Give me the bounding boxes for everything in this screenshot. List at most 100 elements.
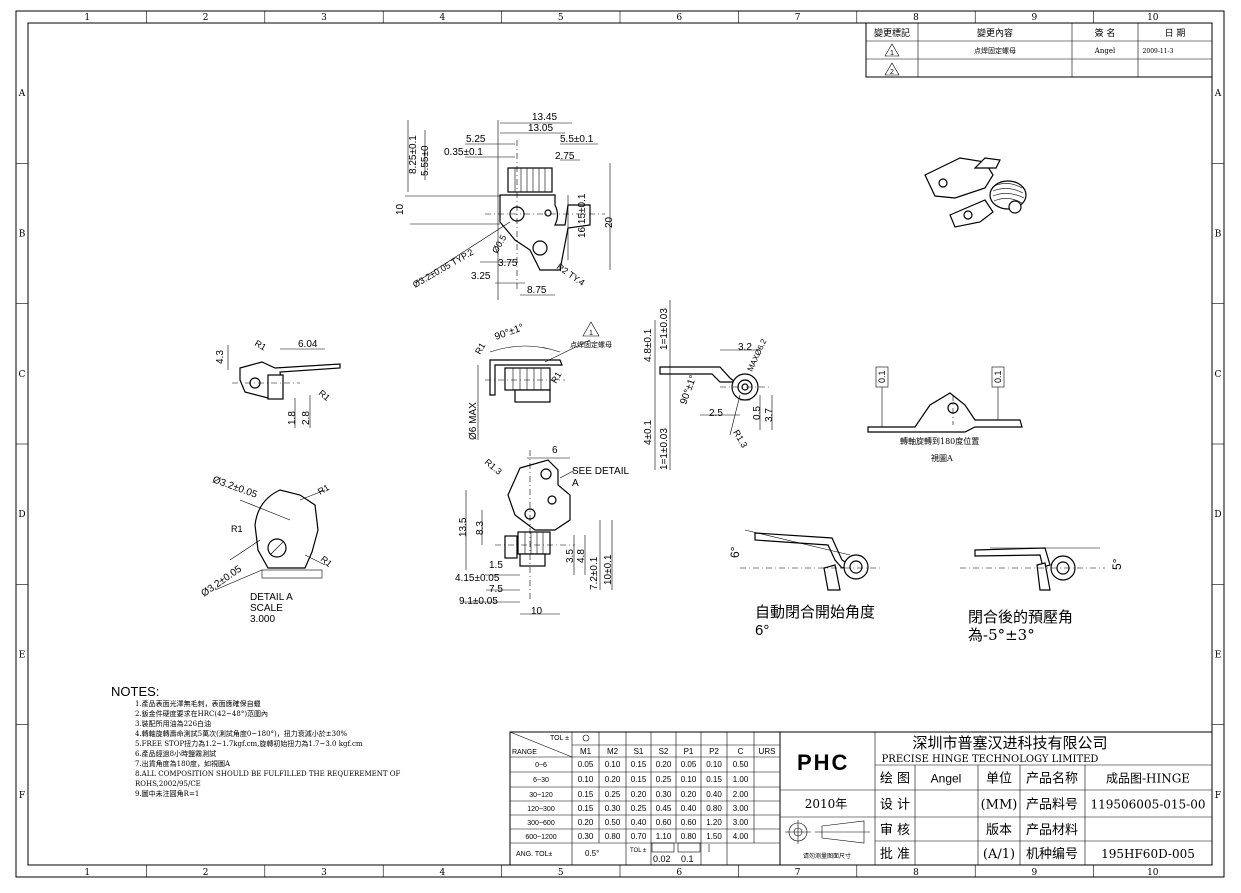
center-low-view: 6 R1.3 13.5 8.3 1.5 4.15±0.05 7.5 9.1±0.… [455, 445, 629, 617]
rev-content-1: 点焊固定螺母 [974, 46, 1016, 55]
dim-4-15: 4.15±0.05 [455, 573, 500, 584]
dim-0-35: 0.35±0.1 [444, 147, 483, 158]
column-zone-label: 7 [795, 13, 801, 23]
tol-cell: 0.25 [631, 804, 647, 813]
column-zone-label: 6 [676, 13, 682, 23]
rev-date-1: 2009-11-3 [1143, 48, 1174, 55]
triangle-mark-1: 1 [589, 330, 593, 337]
dim-6-04: 6.04 [298, 339, 318, 350]
tol-range: 300~600 [527, 820, 555, 827]
dim-10-b: 10 [531, 606, 543, 617]
dim-90-deg-a: 90°±1° [493, 322, 525, 343]
note-line: 4.轉軸旋轉壽命測試5萬次(測試角度0~180°)，扭力衰減小於±30% [135, 729, 348, 738]
tol-cell: 0.10 [681, 775, 697, 784]
tol-col-header: M1 [580, 747, 592, 756]
column-zone-label: 8 [913, 13, 919, 23]
column-zone-label: 7 [795, 868, 801, 878]
tb-unit: (MM) [981, 798, 1018, 813]
tol-cell: 0.80 [681, 832, 697, 841]
detail-r1-a: R1 [316, 482, 331, 496]
revision-triangle-icon [582, 321, 600, 337]
dim-10: 10 [395, 203, 406, 215]
left-mid-view: 4.3 R1 6.04 R1 1.8 2.8 [215, 338, 341, 428]
tb-field: 产品料号 [1026, 798, 1078, 813]
tb-role-label: 批 准 [880, 847, 910, 862]
dim-13-45: 13.45 [532, 112, 557, 123]
detail-phi-a: Ø3.2±0.05 [211, 474, 259, 500]
tol-cell: 0.60 [681, 818, 697, 827]
dim-r1-d: R1 [549, 370, 563, 385]
dim-3-5: 3.5 [565, 549, 576, 563]
tb-role-label: 设 计 [880, 798, 910, 813]
tb-unit: 版本 [986, 823, 1012, 838]
drawing-year: 2010年 [805, 797, 848, 811]
projection-icon [785, 820, 870, 844]
dim-phi-3-2-typ: Ø3.2±0.05 TYP.2 [411, 247, 475, 290]
tol-arc-icon [582, 734, 590, 742]
tol-cell: 0.15 [631, 760, 647, 769]
tol-cell: 0.10 [605, 760, 621, 769]
column-zone-label: 10 [1147, 868, 1159, 878]
dim-10-0-1: 10±0.1 [603, 554, 614, 585]
column-zone-label: 4 [440, 868, 446, 878]
dim-3-2: 3.2 [738, 342, 752, 353]
dim-4-0: 4±0.1 [643, 420, 654, 445]
tb-field: 产品材料 [1026, 823, 1078, 838]
tol-range: 30~120 [529, 792, 553, 799]
detail-scale: SCALE [250, 603, 283, 614]
dim-5-25: 5.25 [466, 134, 486, 145]
tol-cell: 3.00 [733, 804, 749, 813]
note-line: 1.產品表面光澤無毛刺，表面應確保自蠟 [135, 699, 261, 708]
column-zone-label: 1 [84, 13, 90, 23]
tol-cell: 0.10 [578, 775, 594, 784]
note-line: 6.產品經過8小時鹽霧測試 [135, 749, 216, 758]
isometric-view [924, 157, 1027, 228]
tol-ang-label: ANG. TOL± [516, 851, 552, 858]
view-a: 0.1 0.1 轉軸旋轉到180度位置 視圖A [867, 366, 1023, 463]
row-zone-label: A [18, 89, 26, 99]
column-zone-label: 4 [440, 13, 446, 23]
auto-close-value: 6° [755, 622, 769, 639]
tol-cell: 0.40 [706, 790, 722, 799]
tol-cell: 0.80 [706, 804, 722, 813]
dim-phi-0-5: Ø0.5 [490, 233, 508, 255]
row-zone-label: B [19, 230, 26, 240]
auto-close-view: 6° 自動閉合開始角度 6° [728, 529, 880, 639]
note-line: 3.裝配所用油為226白油 [135, 719, 211, 728]
column-zone-label: 3 [321, 868, 327, 878]
auto-close-label: 自動閉合開始角度 [755, 603, 875, 621]
tol-corner-bottom: RANGE [512, 749, 537, 756]
dim-r1-a: R1 [253, 338, 268, 352]
tol-cell: 1.20 [706, 818, 722, 827]
rev-header-date: 日 期 [1165, 28, 1186, 39]
tol-cell: 0.25 [656, 775, 672, 784]
note-line: 7.出貨角度為180度，如視圖A [135, 759, 231, 768]
row-zone-label: F [19, 791, 25, 801]
flatness-icon [651, 842, 675, 853]
tol-cell: 0.20 [631, 790, 647, 799]
detail-a-title: DETAIL A [250, 592, 293, 603]
tol-cell: 0.45 [656, 804, 672, 813]
tb-role-label: 审 核 [880, 823, 910, 838]
preload-label: 閉合後的預壓角 [968, 608, 1073, 626]
column-zone-label: 2 [203, 13, 209, 23]
dim-13-05: 13.05 [528, 123, 553, 134]
tol-cell: 0.15 [578, 790, 594, 799]
company-name-en: PRECISE HINGE TECHNOLOGY LIMITED [882, 754, 1099, 765]
column-zone-label: 1 [84, 868, 90, 878]
dim-3-75: 3.75 [498, 258, 518, 269]
dim-5-5: 5.5±0.1 [560, 134, 594, 145]
tol-cell: 0.05 [578, 760, 594, 769]
column-zone-label: 10 [1147, 13, 1159, 23]
dim-6: 6 [552, 445, 558, 456]
preload-view: 5° 閉合後的預壓角 為-5°±3° [960, 547, 1124, 644]
dim-20: 20 [604, 216, 615, 228]
tb-value: 成品图-HINGE [1106, 772, 1190, 786]
tol-cell: 1.10 [656, 832, 672, 841]
dim-phi6-max: Ø6 MAX [468, 402, 479, 440]
detail-a: Ø3.2±0.05 R1 R1 R1 Ø3.2±0.05 DETAIL A SC… [199, 474, 334, 625]
tol-cell: 0.30 [605, 804, 621, 813]
